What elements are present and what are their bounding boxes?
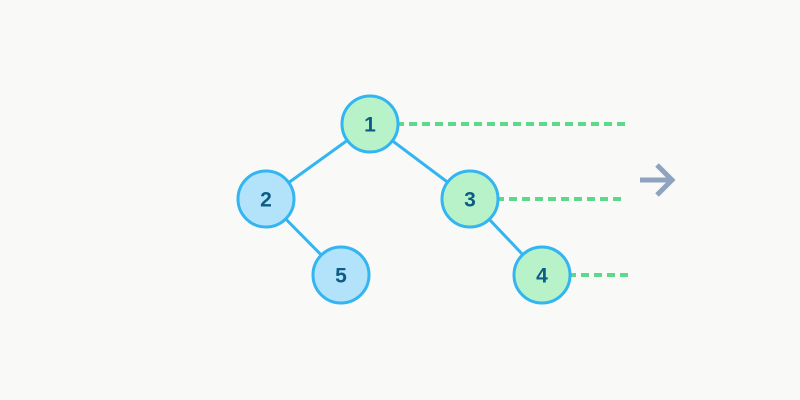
node-layer: 1 2 3 5 4 xyxy=(236,94,572,305)
ray-layer xyxy=(396,122,630,277)
node-circle-2 xyxy=(236,169,296,229)
arrow-annotation-layer xyxy=(640,163,676,197)
node-circle-4 xyxy=(512,245,572,305)
node-label-5: 5 xyxy=(335,265,347,288)
tree-node-4[interactable]: 4 xyxy=(512,245,572,305)
tree-node-1[interactable]: 1 xyxy=(340,94,400,154)
tree-node-3[interactable]: 3 xyxy=(440,169,500,229)
node-label-4: 4 xyxy=(536,265,548,288)
node-circle-3 xyxy=(440,169,500,229)
node-label-1: 1 xyxy=(364,114,376,137)
tree-node-2[interactable]: 2 xyxy=(236,169,296,229)
node-label-3: 3 xyxy=(464,189,476,212)
tree-node-5[interactable]: 5 xyxy=(311,245,371,305)
right-arrow-icon xyxy=(640,163,676,197)
node-circle-1 xyxy=(340,94,400,154)
node-circle-5 xyxy=(311,245,371,305)
node-label-2: 2 xyxy=(260,189,272,212)
arrow-head xyxy=(655,163,676,197)
